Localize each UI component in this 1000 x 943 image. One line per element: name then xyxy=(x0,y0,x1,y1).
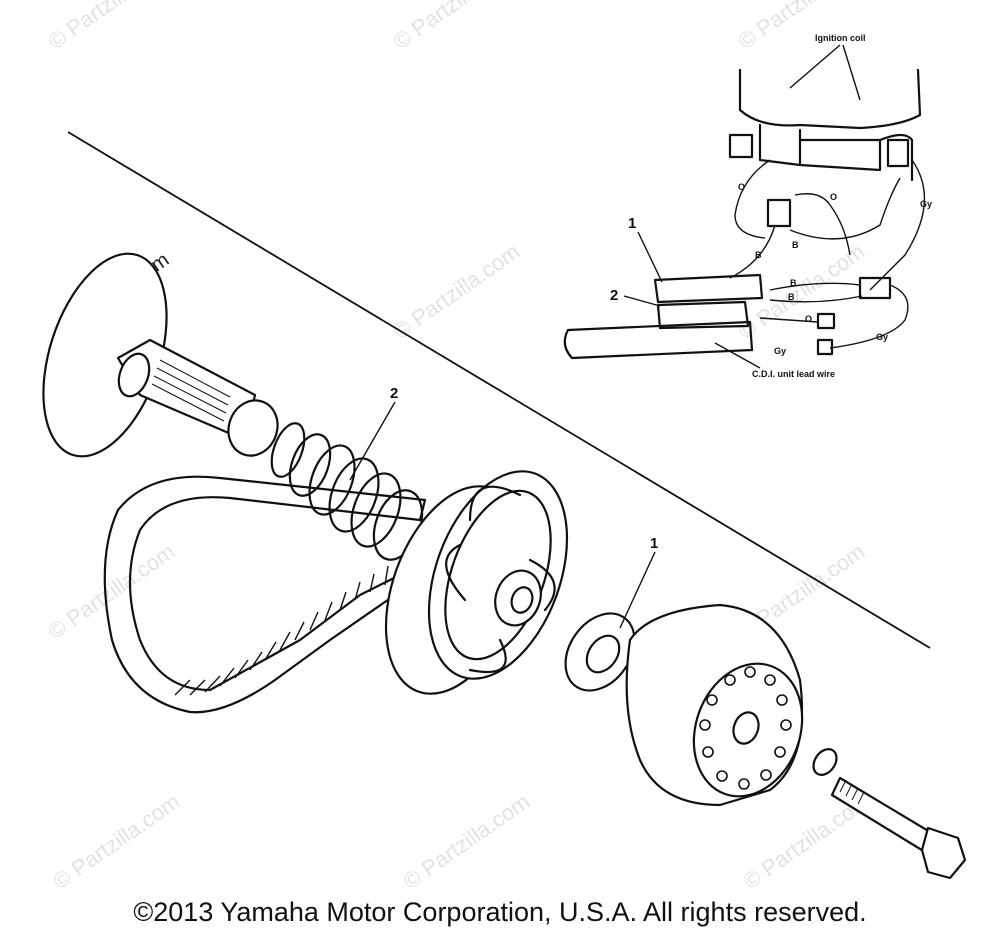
label-cdi-lead-wire: C.D.I. unit lead wire xyxy=(752,369,835,379)
leader-ignition-coil xyxy=(789,44,841,89)
wire-label-b: B xyxy=(790,278,797,288)
clutch-cover xyxy=(625,603,804,807)
inset-part-2 xyxy=(656,300,750,330)
wire-orange xyxy=(734,159,771,239)
copyright-notice: ©2013 Yamaha Motor Corporation, U.S.A. A… xyxy=(133,897,867,927)
wire-label-gy: Gy xyxy=(876,332,888,342)
cover-center xyxy=(732,711,760,745)
leader-cdi-lead-wire xyxy=(714,342,761,369)
callout-spring: 2 xyxy=(390,385,398,402)
clutch-spring xyxy=(270,422,424,561)
wire-black xyxy=(769,295,863,303)
wire-gray xyxy=(869,159,926,291)
ignition-coil-bracket xyxy=(758,123,914,182)
section-divider xyxy=(67,131,931,649)
callout-inset-2: 2 xyxy=(610,287,618,304)
bolt-washer xyxy=(812,748,838,776)
wire-black xyxy=(769,282,861,291)
drive-clutch-assembly: 2 1 xyxy=(42,252,967,880)
wire-gray xyxy=(829,284,909,349)
clutch-washer xyxy=(564,612,636,692)
wire-label-gy: Gy xyxy=(920,199,932,209)
bolt-head xyxy=(728,133,754,159)
ignition-wiring-inset: Ignition coil O O O B B B B Gy xyxy=(563,33,932,379)
wire-connector xyxy=(858,276,892,300)
shaft-collar xyxy=(227,399,279,457)
ignition-coil xyxy=(738,68,922,130)
shaft-end xyxy=(117,352,151,398)
wire-connector xyxy=(816,338,834,356)
bolt-head xyxy=(886,138,910,168)
wire-label-b: B xyxy=(792,240,799,250)
wire-orange xyxy=(759,317,819,323)
wire-label-gy: Gy xyxy=(774,346,786,356)
wire-label-o: O xyxy=(738,182,745,192)
wire-label-o: O xyxy=(805,314,812,324)
wire-label-b: B xyxy=(755,250,762,260)
wire-orange xyxy=(794,193,851,256)
shaft-splines xyxy=(151,359,231,422)
leader-inset-1 xyxy=(637,231,663,283)
callout-washer: 1 xyxy=(650,535,658,552)
watermark: © Partzilla.com xyxy=(44,539,180,645)
label-ignition-coil: Ignition coil xyxy=(815,33,866,43)
movable-sheave xyxy=(384,470,569,695)
cdi-lead-wire-sheath xyxy=(563,320,754,360)
watermark: © Partzilla.com xyxy=(389,239,525,345)
wire-connector xyxy=(816,312,836,330)
wire-connector xyxy=(766,198,792,228)
wire-label-b: B xyxy=(788,292,795,302)
wire-label-o: O xyxy=(830,192,837,202)
wire-black xyxy=(729,224,776,279)
watermark: © Partzilla.com xyxy=(389,0,525,54)
watermark: © Partzilla.com xyxy=(734,239,870,345)
cover-holes xyxy=(699,666,792,790)
wire-black xyxy=(789,177,901,240)
watermark: © Partzilla.com xyxy=(399,789,535,895)
watermark: © Partzilla.com xyxy=(734,0,870,54)
inset-part-1 xyxy=(653,273,764,304)
leader-ignition-coil xyxy=(842,44,861,101)
watermark: © Partzilla.com xyxy=(49,789,185,895)
watermark: © Partzilla.com xyxy=(44,0,180,54)
clutch-bolt xyxy=(830,776,967,880)
leader-washer xyxy=(619,551,656,629)
leader-inset-2 xyxy=(623,295,661,307)
leader-spring xyxy=(349,401,396,481)
drive-belt xyxy=(103,475,427,714)
callout-inset-1: 1 xyxy=(628,215,636,232)
